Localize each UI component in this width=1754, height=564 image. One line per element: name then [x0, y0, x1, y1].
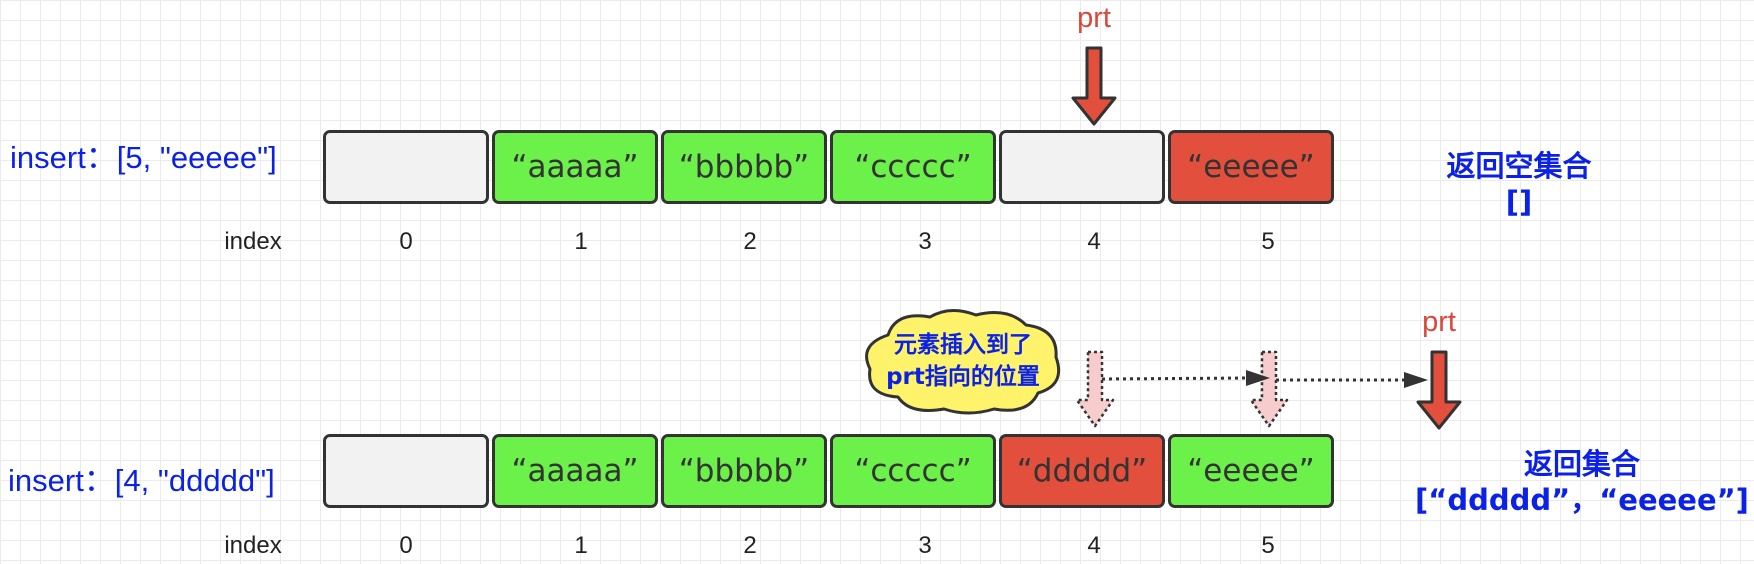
index-value: 3	[918, 532, 932, 559]
pointer-label-row1: prt	[1077, 2, 1111, 34]
array-cell	[323, 130, 489, 204]
dotted-move-arrow-icon	[1276, 372, 1428, 388]
index-value: 5	[1261, 228, 1275, 255]
array-cell: “eeeee”	[1168, 434, 1334, 508]
index-value: 4	[1087, 532, 1101, 559]
index-value: 2	[743, 228, 757, 255]
result-row1: 返回空集合 []	[1446, 148, 1591, 220]
result-value: []	[1505, 185, 1533, 219]
callout-line: prt指向的位置	[886, 364, 1040, 390]
pointer-arrow-icon	[1071, 46, 1117, 126]
index-label: index	[224, 228, 282, 255]
result-value: [“ddddd”，“eeeee”]	[1415, 483, 1749, 517]
index-value: 0	[399, 228, 413, 255]
array-cell: “ddddd”	[999, 434, 1165, 508]
result-title: 返回空集合	[1446, 149, 1592, 183]
array-cell: “bbbbb”	[661, 130, 827, 204]
array-row1: “aaaaa” “bbbbb” “ccccc” “eeeee”	[323, 130, 1334, 204]
index-row-2: index 0 1 2 3 4 5	[0, 532, 1754, 562]
array-cell	[999, 130, 1165, 204]
pointer-arrow-icon	[1416, 350, 1462, 430]
index-value: 1	[574, 532, 588, 559]
dotted-move-arrow-icon	[1101, 370, 1270, 386]
index-value: 1	[574, 228, 588, 255]
callout-cloud-icon	[865, 309, 1061, 415]
index-value: 0	[399, 532, 413, 559]
index-value: 2	[743, 532, 757, 559]
array-cell	[323, 434, 489, 508]
callout-text: 元素插入到了 prt指向的位置	[863, 329, 1063, 393]
insert-label-row2: insert：[4, "ddddd"]	[8, 463, 275, 498]
array-row2: “aaaaa” “bbbbb” “ccccc” “ddddd” “eeeee”	[323, 434, 1334, 508]
index-value: 3	[918, 228, 932, 255]
array-cell: “eeeee”	[1168, 130, 1334, 204]
result-title: 返回集合	[1523, 447, 1641, 481]
array-cell: “bbbbb”	[661, 434, 827, 508]
result-row2: 返回集合 [“ddddd”，“eeeee”]	[1415, 446, 1749, 518]
index-value: 4	[1087, 228, 1101, 255]
ghost-pointer-arrow-icon	[1075, 350, 1115, 428]
array-cell: “ccccc”	[830, 434, 996, 508]
insert-label-row1: insert：[5, "eeeee"]	[10, 140, 277, 175]
pointer-label-row2: prt	[1422, 306, 1456, 338]
index-label: index	[224, 532, 282, 559]
callout-line: 元素插入到了	[894, 332, 1032, 358]
array-cell: “ccccc”	[830, 130, 996, 204]
array-cell: “aaaaa”	[492, 434, 658, 508]
index-row-1: index 0 1 2 3 4 5	[0, 228, 1754, 258]
array-cell: “aaaaa”	[492, 130, 658, 204]
index-value: 5	[1261, 532, 1275, 559]
ghost-pointer-arrow-icon	[1249, 350, 1289, 428]
